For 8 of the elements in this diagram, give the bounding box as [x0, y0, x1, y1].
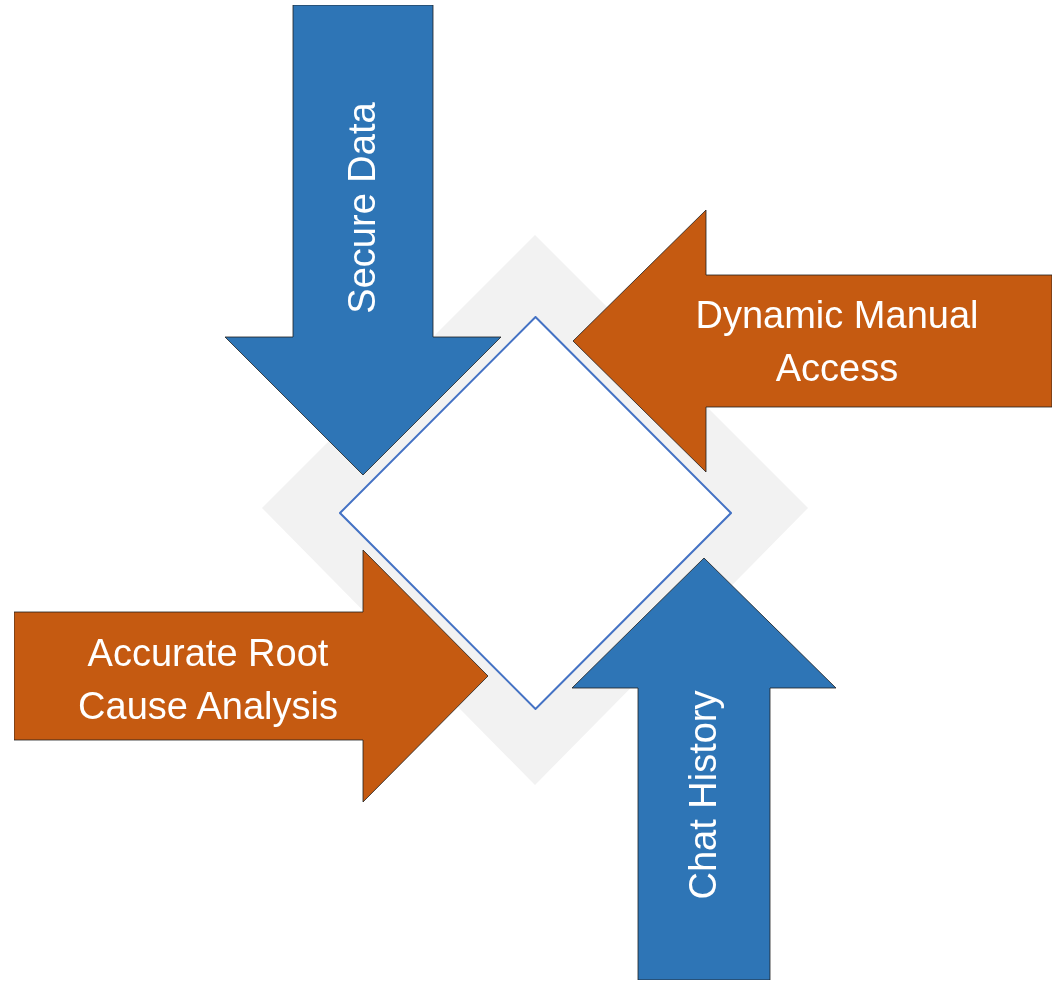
arrow-label: Dynamic Manual Access [694, 292, 980, 391]
block-arrow [573, 210, 1052, 472]
block-arrow [225, 5, 501, 475]
block-arrow [14, 550, 488, 802]
arrow-label: Secure Data [340, 102, 385, 314]
arrow-label: Accurate Root Cause Analysis [77, 630, 339, 729]
arrow-label: Chat History [681, 690, 726, 900]
block-arrow [572, 558, 836, 980]
